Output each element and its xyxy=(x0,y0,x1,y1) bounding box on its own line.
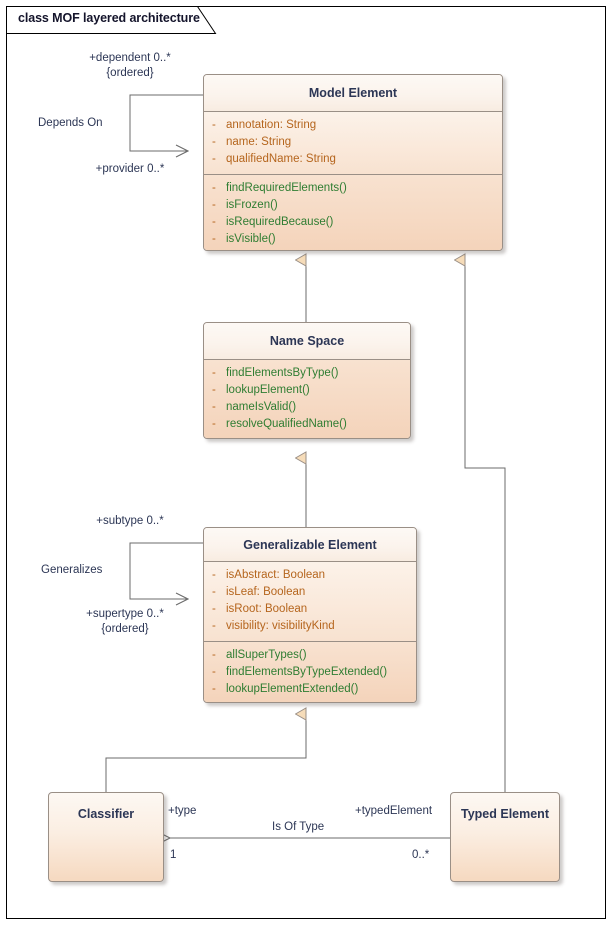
attribute-label: isAbstract: Boolean xyxy=(226,569,326,581)
label-generalizes: Generalizes xyxy=(41,564,103,576)
visibility-marker: - xyxy=(212,586,216,598)
visibility-marker: - xyxy=(212,683,216,695)
operation-row: - lookupElementExtended() xyxy=(204,681,416,698)
visibility-marker: - xyxy=(212,418,216,430)
label-is-of-type: Is Of Type xyxy=(272,821,325,833)
attribute-label: isLeaf: Boolean xyxy=(226,586,306,598)
label-typedelement-role: +typedElement xyxy=(355,805,433,817)
label-supertype-role: +supertype 0..* {ordered} xyxy=(35,607,215,637)
attribute-row: - annotation: String xyxy=(204,117,502,134)
label-provider-role: +provider 0..* xyxy=(95,163,165,175)
class-name-typed-element: Typed Element xyxy=(461,807,549,821)
visibility-marker: - xyxy=(212,182,216,194)
operation-label: findRequiredElements() xyxy=(226,182,347,194)
diagram-frame xyxy=(6,6,606,919)
visibility-marker: - xyxy=(212,233,216,245)
visibility-marker: - xyxy=(212,119,216,131)
operation-row: - lookupElement() xyxy=(204,382,410,399)
class-model-element[interactable]: Model Element - annotation: String - nam… xyxy=(203,74,503,251)
class-name-generalizable-element: Generalizable Element xyxy=(204,528,416,561)
label-type-multiplicity: 1 xyxy=(170,849,177,861)
operation-label: findElementsByType() xyxy=(226,367,339,379)
operation-label: lookupElement() xyxy=(226,384,310,396)
operation-label: isFrozen() xyxy=(226,199,278,211)
class-classifier[interactable]: Classifier xyxy=(48,792,164,882)
page-title: class MOF layered architecture xyxy=(18,11,200,25)
class-name-classifier: Classifier xyxy=(77,807,135,821)
class-name-model-element: Model Element xyxy=(204,75,502,111)
operation-label: nameIsValid() xyxy=(226,401,297,413)
operation-row: - isRequiredBecause() xyxy=(204,214,502,231)
visibility-marker: - xyxy=(212,569,216,581)
visibility-marker: - xyxy=(212,216,216,228)
label-subtype-role: +subtype 0..* xyxy=(96,515,164,527)
attribute-label: visibility: visibilityKind xyxy=(226,620,335,632)
operations-compartment-generalizable-element: - allSuperTypes() - findElementsByTypeEx… xyxy=(204,641,416,702)
attribute-row: - visibility: visibilityKind xyxy=(204,618,416,635)
role-dependent: +dependent 0..* xyxy=(89,52,171,64)
diagram-title-tab xyxy=(6,6,217,34)
visibility-marker: - xyxy=(212,603,216,615)
label-depends-on: Depends On xyxy=(38,117,103,129)
visibility-marker: - xyxy=(212,666,216,678)
attributes-compartment-model-element: - annotation: String - name: String - qu… xyxy=(204,111,502,174)
constraint-ordered-supertype: {ordered} xyxy=(101,623,149,635)
operation-label: isRequiredBecause() xyxy=(226,216,334,228)
operation-row: - isFrozen() xyxy=(204,197,502,214)
visibility-marker: - xyxy=(212,384,216,396)
class-typed-element[interactable]: Typed Element xyxy=(450,792,560,882)
attribute-row: - isLeaf: Boolean xyxy=(204,584,416,601)
operation-row: - allSuperTypes() xyxy=(204,647,416,664)
operation-row: - nameIsValid() xyxy=(204,399,410,416)
operation-row: - resolveQualifiedName() xyxy=(204,416,410,433)
attribute-label: name: String xyxy=(226,136,292,148)
visibility-marker: - xyxy=(212,136,216,148)
visibility-marker: - xyxy=(212,153,216,165)
operations-compartment-name-space: - findElementsByType() - lookupElement()… xyxy=(204,359,410,438)
class-name-name-space: Name Space xyxy=(204,323,410,359)
attribute-row: - qualifiedName: String xyxy=(204,151,502,168)
operation-row: - findElementsByType() xyxy=(204,365,410,382)
visibility-marker: - xyxy=(212,620,216,632)
operation-label: isVisible() xyxy=(226,233,276,245)
label-typedelement-multiplicity: 0..* xyxy=(412,849,430,861)
operation-label: allSuperTypes() xyxy=(226,649,307,661)
attributes-compartment-generalizable-element: - isAbstract: Boolean - isLeaf: Boolean … xyxy=(204,561,416,641)
attribute-label: annotation: String xyxy=(226,119,317,131)
operation-row: - findRequiredElements() xyxy=(204,180,502,197)
operation-label: lookupElementExtended() xyxy=(226,683,359,695)
operations-compartment-model-element: - findRequiredElements() - isFrozen() - … xyxy=(204,174,502,250)
label-type-role: +type xyxy=(168,805,197,817)
role-supertype: +supertype 0..* xyxy=(86,608,164,620)
operation-row: - findElementsByTypeExtended() xyxy=(204,664,416,681)
operation-row: - isVisible() xyxy=(204,231,502,248)
visibility-marker: - xyxy=(212,401,216,413)
visibility-marker: - xyxy=(212,367,216,379)
attribute-label: qualifiedName: String xyxy=(226,153,336,165)
attribute-row: - isAbstract: Boolean xyxy=(204,567,416,584)
constraint-ordered-dependent: {ordered} xyxy=(106,67,154,79)
visibility-marker: - xyxy=(212,649,216,661)
attribute-label: isRoot: Boolean xyxy=(226,603,308,615)
visibility-marker: - xyxy=(212,199,216,211)
attribute-row: - isRoot: Boolean xyxy=(204,601,416,618)
label-dependent-role: +dependent 0..* {ordered} xyxy=(40,51,220,81)
operation-label: findElementsByTypeExtended() xyxy=(226,666,388,678)
attribute-row: - name: String xyxy=(204,134,502,151)
operation-label: resolveQualifiedName() xyxy=(226,418,347,430)
class-generalizable-element[interactable]: Generalizable Element - isAbstract: Bool… xyxy=(203,527,417,703)
class-name-space[interactable]: Name Space - findElementsByType() - look… xyxy=(203,322,411,439)
